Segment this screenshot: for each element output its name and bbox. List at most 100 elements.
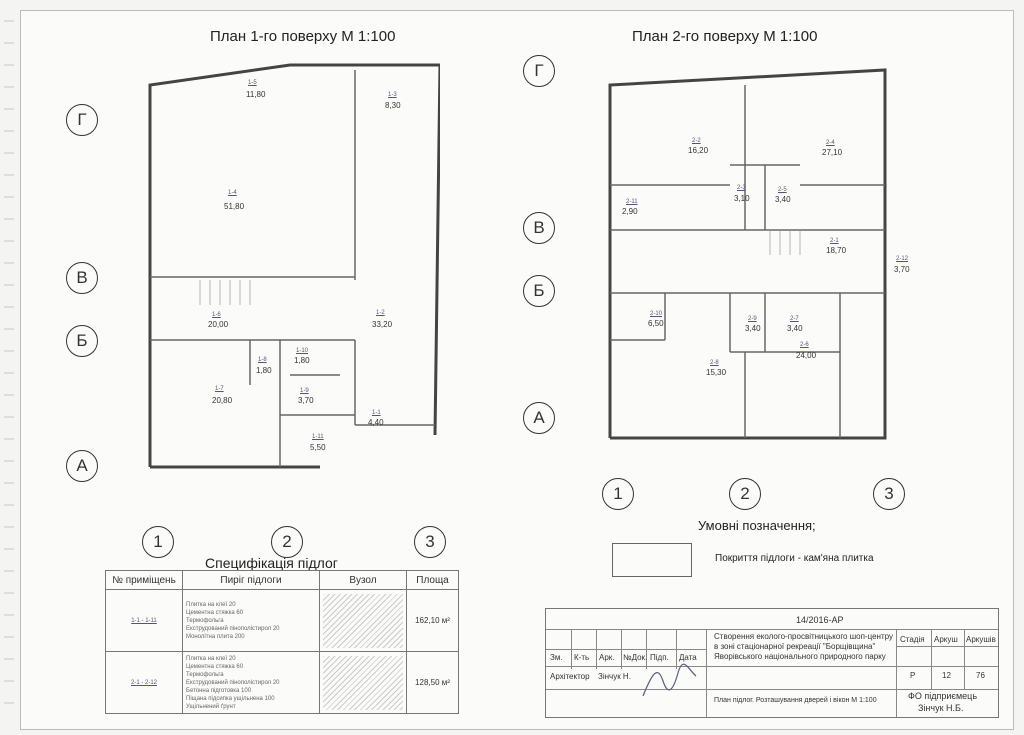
layer-text: Термофольга: [186, 617, 224, 624]
layer-text: Екструдований пінополістирол 20: [186, 625, 280, 632]
spec-title: Специфікація підлог: [205, 555, 338, 571]
plan1-room-area: 11,80: [246, 90, 266, 99]
layer-text: Бетонна підготовка 100: [186, 687, 252, 694]
floor-node-hatch: [323, 655, 403, 710]
stamp-project-line: Яворівського національного природного па…: [714, 652, 886, 661]
stamp-person: Зінчук Н.: [598, 672, 631, 681]
stamp-col-doc: №Док.: [623, 653, 648, 662]
plan1-room-no: 1-8: [258, 357, 267, 363]
plan1-room-no: 1-5: [248, 80, 257, 86]
stamp-stage-value: Р: [910, 671, 916, 680]
plan1-room-area: 33,20: [372, 320, 393, 329]
floor-spec-table: № приміщень Пиріг підлоги Вузол Площа 1-…: [105, 570, 459, 714]
plan2-axis-col-2: 2: [729, 478, 761, 510]
plan1-room-area: 20,80: [212, 396, 233, 405]
plan2-room-no: 2-2: [692, 138, 701, 144]
stamp-sheet-name: План підлог. Розташування дверей і вікон…: [714, 697, 877, 704]
plan2-room-area: 3,40: [745, 324, 761, 333]
plan1-axis-row-v: В: [66, 262, 98, 294]
spec-header-area: Площа: [406, 570, 459, 590]
layer-text: Ущільнений ґрунт: [186, 703, 236, 710]
plan1-room-no: 1-11: [312, 434, 324, 440]
plan1-axis-col-3: 3: [414, 526, 446, 558]
layer-text: Плитка на клеї 20: [186, 655, 236, 662]
plan1-floor-drawing: [148, 63, 440, 469]
stamp-org-line: Зінчук Н.Б.: [918, 703, 964, 713]
legend-swatch-stone-tile: [612, 543, 692, 577]
layer-text: Екструдований пінополістирол 20: [186, 679, 280, 686]
plan2-room-no: 2-5: [778, 187, 787, 193]
plan2-room-area: 27,10: [822, 148, 843, 157]
plan2-room-no: 2-6: [800, 342, 809, 348]
signature-icon: [642, 663, 697, 697]
plan1-axis-row-a: А: [66, 450, 98, 482]
plan2-room-no: 2-9: [748, 316, 757, 322]
stamp-stage-header: Стадія: [900, 635, 925, 644]
plan2-axis-row-b: Б: [523, 275, 555, 307]
plan1-axis-row-g: Г: [66, 104, 98, 136]
plan1-room-no: 1-1: [372, 410, 381, 416]
plan2-room-area: 3,70: [894, 265, 910, 274]
spec-row-rooms: 2-1 - 2-12: [105, 651, 183, 714]
stamp-col-sheet: Арк.: [599, 653, 615, 662]
layer-text: Піщана підсипка ущільнена 100: [186, 695, 275, 702]
spec-row-area: 162,10 м²: [406, 589, 459, 652]
plan1-room-area: 5,50: [310, 443, 326, 452]
plan1-room-area: 8,30: [385, 101, 401, 110]
spec-header-rooms: № приміщень: [105, 570, 183, 590]
plan2-room-area: 3,40: [775, 195, 791, 204]
stamp-code: 14/2016-АР: [796, 615, 844, 625]
plan2-room-area: 2,90: [622, 207, 638, 216]
layer-text: Термофольга: [186, 671, 224, 678]
legend-title: Умовні позначення;: [698, 518, 816, 533]
plan1-room-area: 20,00: [208, 320, 229, 329]
plan2-room-no: 2-8: [710, 360, 719, 366]
plan1-room-area: 1,80: [256, 366, 272, 375]
spec-row-rooms: 1-1 - 1-11: [105, 589, 183, 652]
plan1-room-area: 1,80: [294, 356, 310, 365]
stamp-org-line: ФО підприємець: [908, 691, 978, 701]
stamp-col-sign: Підп.: [650, 653, 669, 662]
plan2-room-area: 18,70: [826, 246, 847, 255]
stamp-project-line: в зоні стаціонарної рекреації "Борщівщин…: [714, 642, 876, 651]
plan2-room-no: 2-1: [830, 238, 839, 244]
plan1-room-no: 1-6: [212, 312, 221, 318]
spec-row-area: 128,50 м²: [406, 651, 459, 714]
plan1-room-area: 3,70: [298, 396, 314, 405]
legend-item-label: Покриття підлоги - кам'яна плитка: [715, 553, 874, 564]
plan2-room-no: 2-10: [650, 311, 663, 317]
plan2-room-no: 2-12: [896, 256, 909, 262]
plan2-axis-row-g: Г: [523, 55, 555, 87]
plan2-room-area: 3,10: [734, 194, 750, 203]
spec-row-node: [319, 589, 407, 652]
plan2-room-area: 16,20: [688, 146, 709, 155]
plan2-room-no: 2-11: [626, 199, 638, 205]
layer-text: Цементна стяжка 60: [186, 609, 244, 616]
plan2-room-area: 24,00: [796, 351, 817, 360]
plan1-axis-col-2: 2: [271, 526, 303, 558]
spec-header-layers: Пиріг підлоги: [182, 570, 320, 590]
plan1-axis-row-b: Б: [66, 325, 98, 357]
plan2-room-area: 3,40: [787, 324, 803, 333]
plan1-room-no: 1-3: [388, 92, 397, 98]
plan2-title: План 2-го поверху М 1:100: [632, 28, 818, 45]
stamp-role: Архітектор: [550, 672, 590, 681]
plan2-axis-row-v: В: [523, 212, 555, 244]
spec-row-layers: Плитка на клеї 20 Цементна стяжка 60 Тер…: [182, 651, 320, 714]
plan2-floor-drawing: [608, 68, 887, 440]
plan1-axis-col-1: 1: [142, 526, 174, 558]
binding-holes: [4, 20, 14, 710]
title-block: 14/2016-АР Зм. К-ть Арк. №Док. Підп. Дат…: [545, 608, 999, 718]
layer-text: Цементна стяжка 60: [186, 663, 244, 670]
spec-row-layers: Плитка на клеї 20 Цементна стяжка 60 Тер…: [182, 589, 320, 652]
plan2-axis-col-1: 1: [602, 478, 634, 510]
plan2-room-area: 6,50: [648, 319, 664, 328]
plan1-room-no: 1-9: [300, 388, 309, 394]
plan2-axis-col-3: 3: [873, 478, 905, 510]
plan1-room-area: 4,40: [368, 418, 384, 427]
plan1-room-no: 1-4: [228, 190, 237, 196]
floor-node-hatch: [323, 593, 403, 648]
table-row: 2-1 - 2-12 Плитка на клеї 20 Цементна ст…: [105, 651, 459, 714]
stamp-project-line: Створення еколого-просвітницького шоп-це…: [714, 632, 893, 641]
plan1-room-no: 1-7: [215, 386, 224, 392]
